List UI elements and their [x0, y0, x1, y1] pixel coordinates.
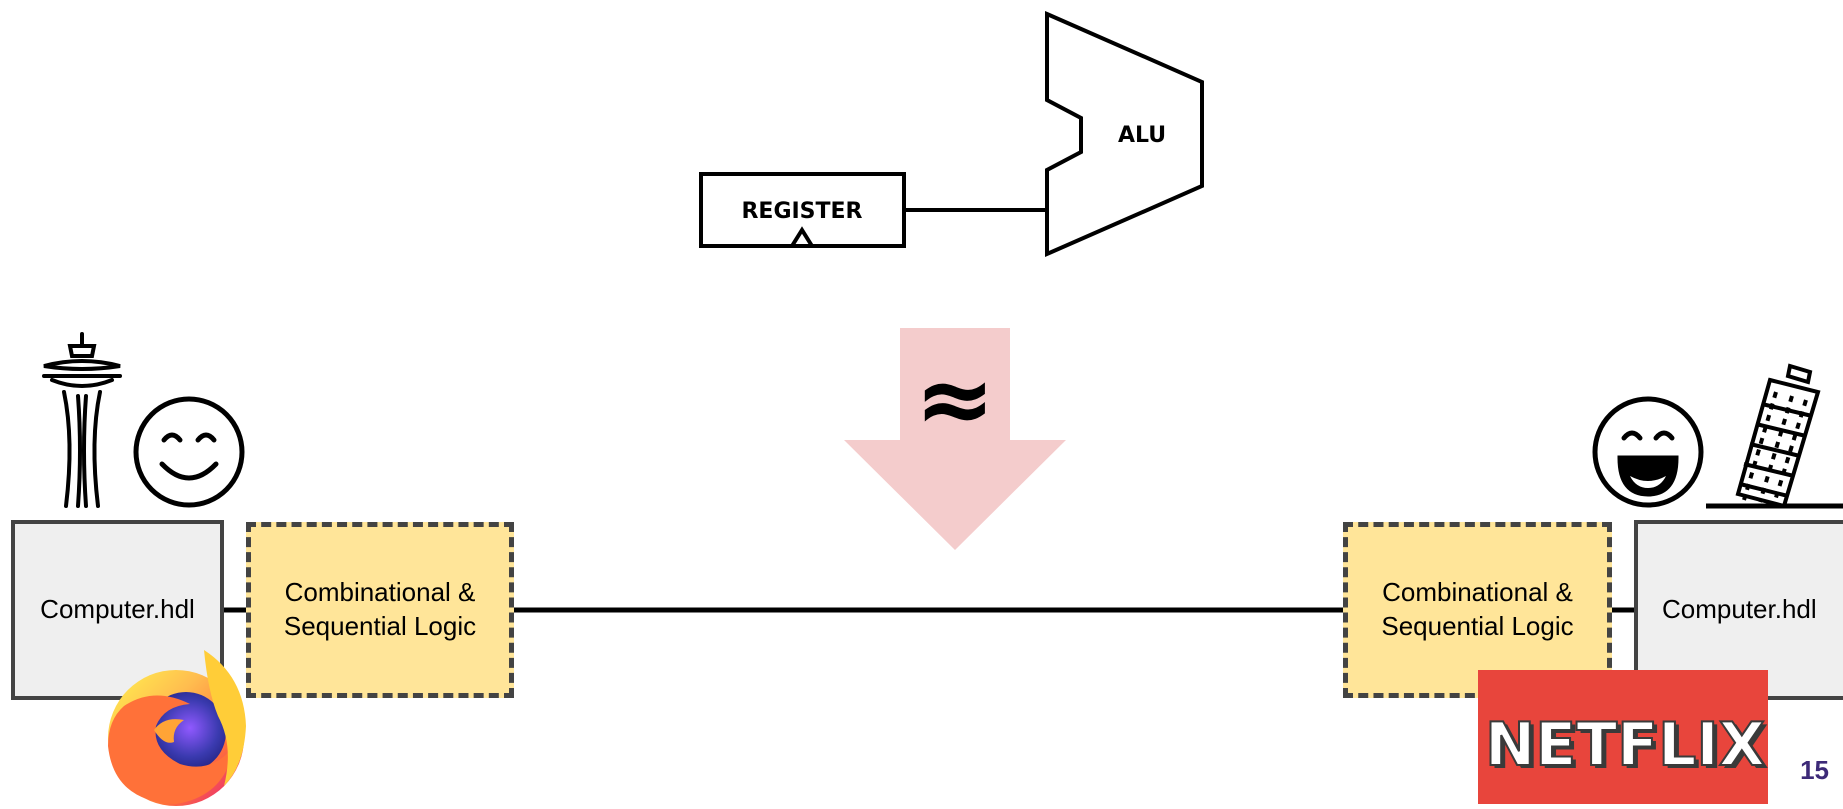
- right-computer-label: Computer.hdl: [1662, 594, 1817, 625]
- firefox-logo: [108, 650, 246, 806]
- leaning-tower-icon: [1706, 363, 1843, 509]
- smiley-icon: [133, 396, 245, 508]
- right-logic-line1: Combinational &: [1382, 577, 1573, 608]
- netflix-logo: NETFLIX NETFLIX: [1478, 670, 1769, 804]
- left-logic-line2: Sequential Logic: [283, 611, 477, 641]
- space-needle-icon: [42, 332, 122, 508]
- page-number: 15: [1800, 755, 1829, 785]
- alu-block: ALU: [1045, 10, 1204, 258]
- netflix-wordmark: NETFLIX: [1485, 710, 1765, 780]
- right-logic-line2: Sequential Logic: [1381, 611, 1574, 641]
- register-block: REGISTER: [699, 172, 906, 248]
- alu-label: ALU: [1118, 123, 1166, 148]
- clock-triangle: [790, 226, 814, 248]
- left-computer-box: Computer.hdl: [11, 520, 224, 700]
- netflix-wordmark-shadow: NETFLIX: [1489, 713, 1768, 783]
- register-label: REGISTER: [741, 199, 862, 224]
- left-logic-line1: Combinational &: [284, 577, 476, 608]
- right-logic-block: Combinational & Sequential Logic: [1343, 522, 1612, 698]
- grin-icon: [1592, 396, 1704, 508]
- netflix-wordmark-svg: NETFLIX NETFLIX: [1484, 709, 1769, 783]
- left-logic-block: Combinational & Sequential Logic: [246, 522, 514, 698]
- approx-arrow: ≈: [844, 328, 1066, 550]
- left-computer-label: Computer.hdl: [40, 594, 195, 625]
- approx-symbol: ≈: [915, 343, 995, 455]
